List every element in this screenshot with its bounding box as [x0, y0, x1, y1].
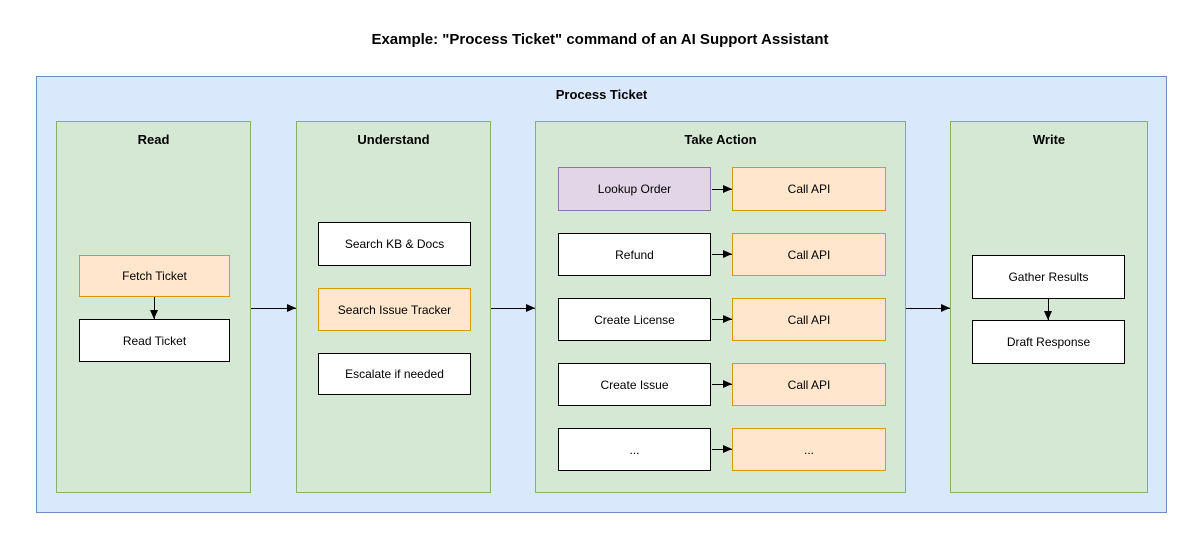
node-more-calls: ... [732, 428, 886, 471]
arrow-read-to-understand [251, 304, 296, 312]
arrow-gather-to-draft [1044, 299, 1052, 320]
process-ticket-container: Process Ticket Read Fetch Ticket Read Ti… [36, 76, 1167, 513]
arrow-take-action-to-write [906, 304, 950, 312]
node-search-kb-docs: Search KB & Docs [318, 222, 471, 266]
process-ticket-label: Process Ticket [555, 87, 648, 102]
arrow-more-actions-to-call [712, 445, 732, 453]
node-search-issue-tracker: Search Issue Tracker [318, 288, 471, 331]
node-call-api-2: Call API [732, 233, 886, 276]
arrow-lookup-order-to-call-api [712, 185, 732, 193]
arrow-create-issue-to-call-api [712, 380, 732, 388]
node-gather-results: Gather Results [972, 255, 1125, 299]
section-take-action: Take Action Lookup Order Call API Refund… [535, 121, 906, 493]
node-call-api-4: Call API [732, 363, 886, 406]
node-create-license: Create License [558, 298, 711, 341]
section-read-title: Read [137, 132, 170, 147]
section-understand-title: Understand [357, 132, 430, 147]
node-lookup-order: Lookup Order [558, 167, 711, 211]
arrow-fetch-to-read [150, 297, 158, 319]
section-write-title: Write [1032, 132, 1066, 147]
node-more-actions: ... [558, 428, 711, 471]
node-fetch-ticket: Fetch Ticket [79, 255, 230, 297]
section-write: Write Gather Results Draft Response [950, 121, 1148, 493]
node-draft-response: Draft Response [972, 320, 1125, 364]
arrow-create-license-to-call-api [712, 315, 732, 323]
section-understand: Understand Search KB & Docs Search Issue… [296, 121, 491, 493]
arrow-refund-to-call-api [712, 250, 732, 258]
node-escalate-if-needed: Escalate if needed [318, 353, 471, 395]
arrow-understand-to-take-action [491, 304, 535, 312]
node-create-issue: Create Issue [558, 363, 711, 406]
node-call-api-3: Call API [732, 298, 886, 341]
section-read: Read Fetch Ticket Read Ticket [56, 121, 251, 493]
page-title: Example: "Process Ticket" command of an … [371, 31, 829, 48]
section-take-action-title: Take Action [684, 132, 757, 147]
node-read-ticket: Read Ticket [79, 319, 230, 362]
node-refund: Refund [558, 233, 711, 276]
node-call-api-1: Call API [732, 167, 886, 211]
